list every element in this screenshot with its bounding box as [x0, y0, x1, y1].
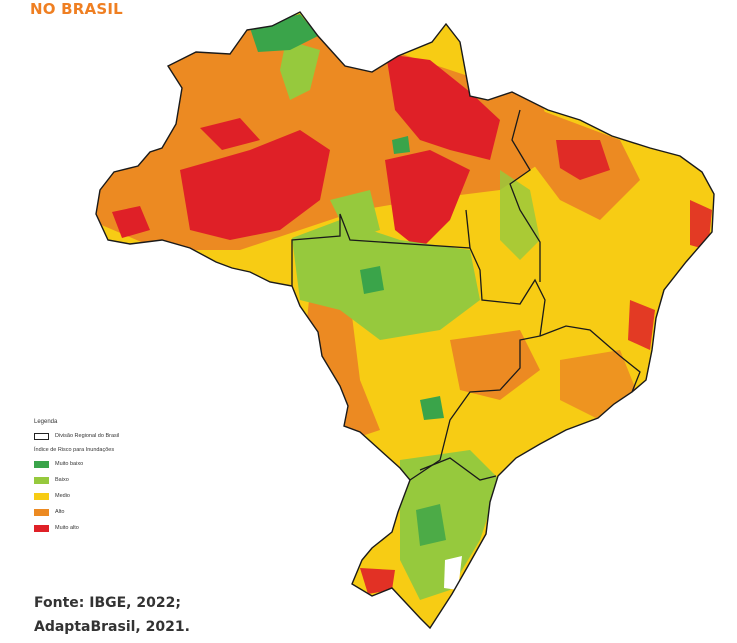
swatch-alto	[34, 508, 49, 516]
source-caption: Fonte: IBGE, 2022; AdaptaBrasil, 2021.	[34, 591, 190, 639]
map-legend: Legenda Divisão Regional do Brasil Índic…	[34, 419, 194, 539]
legend-label: Muito baixo	[55, 461, 84, 467]
legend-label: Alto	[55, 509, 65, 515]
legend-label: Muito alto	[55, 525, 79, 531]
legend-item-medio: Medio	[34, 491, 194, 501]
legend-boundary-label: Divisão Regional do Brasil	[55, 433, 120, 439]
legend-boundary-row: Divisão Regional do Brasil	[34, 431, 194, 441]
swatch-muito-alto	[34, 524, 49, 532]
swatch-muito-baixo	[34, 460, 49, 468]
swatch-medio	[34, 492, 49, 500]
regional-divisions	[291, 109, 641, 481]
map-title: NO BRASIL	[30, 0, 123, 18]
legend-item-baixo: Baixo	[34, 475, 194, 485]
legend-label: Baixo	[55, 477, 69, 483]
legend-title: Legenda	[34, 419, 58, 425]
legend-item-muito-alto: Muito alto	[34, 523, 194, 533]
legend-item-alto: Alto	[34, 507, 194, 517]
legend-item-muito-baixo: Muito baixo	[34, 459, 194, 469]
legend-index-title: Índice de Risco para Inundações	[34, 447, 115, 453]
boundary-swatch	[34, 432, 49, 440]
source-line-2: AdaptaBrasil, 2021.	[34, 619, 190, 635]
legend-label: Medio	[55, 493, 70, 499]
swatch-baixo	[34, 476, 49, 484]
source-line-1: Fonte: IBGE, 2022;	[34, 595, 181, 611]
risk-patches	[96, 14, 712, 600]
